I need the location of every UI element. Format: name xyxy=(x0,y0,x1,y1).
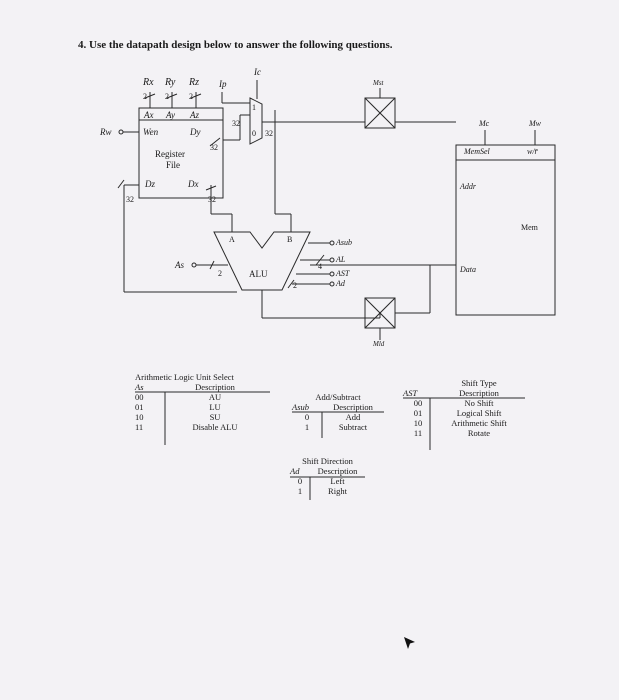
alu-select-col2: Description xyxy=(195,382,235,392)
table-cell: Subtract xyxy=(338,422,368,432)
table-cell: LU xyxy=(209,402,221,412)
ip-width: 32 xyxy=(232,119,240,128)
label-register: Register xyxy=(155,149,185,159)
table-cell: 0 xyxy=(304,412,310,422)
dy-width: 32 xyxy=(210,143,218,152)
label-data: Data xyxy=(460,265,476,274)
label-dy: Dy xyxy=(190,127,201,137)
label-az: Az xyxy=(190,110,199,120)
rx-width: 2 xyxy=(143,92,147,101)
label-memsel: MemSel xyxy=(464,147,490,156)
label-addr: Addr xyxy=(460,182,476,191)
label-ax: Ax xyxy=(144,110,154,120)
label-mld: Mld xyxy=(373,340,385,348)
table-cell: Logical Shift xyxy=(456,408,502,418)
shift-direction-table: Shift Direction Ad Description 0 Left 1 Rig… xyxy=(290,456,365,496)
label-rz: Rz xyxy=(189,77,199,88)
shift-dir-col2: Description xyxy=(317,466,358,476)
shift-type-title: Shift Type xyxy=(461,378,497,388)
shift-type-col1: AST xyxy=(403,388,418,398)
ast-width: 2 xyxy=(293,281,297,290)
table-cell: 01 xyxy=(413,408,423,418)
alu-select-title: Arithmetic Logic Unit Select xyxy=(135,372,234,382)
table-cell: SU xyxy=(209,412,221,422)
table-cell: 00 xyxy=(135,392,144,402)
label-ay: Ay xyxy=(166,110,175,120)
label-as: As xyxy=(175,260,184,270)
shift-type-table: Shift Type AST Description 00 No Shift 01 L… xyxy=(403,378,525,438)
rz-width: 2 xyxy=(189,92,193,101)
table-cell: 0 xyxy=(297,476,303,486)
add-sub-col1: Asub xyxy=(292,402,309,412)
label-asub: Asub xyxy=(336,238,352,247)
table-cell: 01 xyxy=(135,402,144,412)
alu-block xyxy=(213,231,311,291)
label-rx: Rx xyxy=(143,77,154,88)
label-ad: Ad xyxy=(336,279,345,288)
label-ic: Ic xyxy=(254,67,261,77)
alu-select-col1: As xyxy=(135,382,144,392)
label-file: File xyxy=(166,160,181,170)
add-sub-col2: Description xyxy=(333,402,373,412)
shift-type-col2: Description xyxy=(459,388,499,398)
add-sub-title: Add/Subtract xyxy=(315,392,361,402)
table-cell: 1 xyxy=(304,422,310,432)
input-mux xyxy=(249,97,263,145)
as-width: 2 xyxy=(218,269,222,278)
ry-width: 2 xyxy=(165,92,169,101)
table-cell: 10 xyxy=(413,418,423,428)
shift-dir-col1: Ad xyxy=(290,466,300,476)
memory-box xyxy=(455,144,556,316)
label-ry: Ry xyxy=(165,77,176,88)
label-mw: Mw xyxy=(529,119,541,128)
label-ast: AST xyxy=(336,269,350,278)
alu-label: ALU xyxy=(249,269,268,279)
table-cell: Right xyxy=(328,486,347,496)
shift-dir-title: Shift Direction xyxy=(302,456,353,466)
table-cell: 11 xyxy=(413,428,423,438)
label-mst: Mst xyxy=(373,79,384,87)
table-cell: 1 xyxy=(297,486,303,496)
dz-width: 32 xyxy=(126,195,134,204)
alu-input-a: A xyxy=(229,235,235,244)
table-cell: Add xyxy=(345,412,361,422)
label-dz: Dz xyxy=(145,179,156,189)
alu-input-b: B xyxy=(287,235,293,244)
register-file-box xyxy=(138,107,224,199)
label-mc: Mc xyxy=(479,119,490,128)
label-mem: Mem xyxy=(521,223,538,232)
label-ip: Ip xyxy=(219,79,227,89)
table-cell: 10 xyxy=(135,412,144,422)
question-text: 4. Use the datapath design below to answ… xyxy=(78,39,393,51)
table-cell: 00 xyxy=(413,398,423,408)
label-wen: Wen xyxy=(143,127,159,137)
table-cell: Arithmetic Shift xyxy=(451,418,507,428)
label-rw: Rw xyxy=(100,127,112,137)
table-cell: Left xyxy=(330,476,345,486)
add-sub-table: Add/Subtract Asub Description 0 Add 1 Subtr… xyxy=(292,392,384,432)
table-cell: Rotate xyxy=(467,428,491,438)
label-wr: w/r̄ xyxy=(527,147,538,156)
table-cell: Disable ALU xyxy=(192,422,238,432)
mux-zero: 0 xyxy=(252,129,256,138)
table-cell: AU xyxy=(208,392,222,402)
al-width: 4 xyxy=(318,262,322,271)
label-dx: Dx xyxy=(188,179,199,189)
table-cell: No Shift xyxy=(464,398,494,408)
mouse-pointer-icon xyxy=(404,637,415,649)
dx-width: 32 xyxy=(208,195,216,204)
mux-one: 1 xyxy=(252,103,256,112)
label-al: AL xyxy=(336,255,346,264)
mux-out-width: 32 xyxy=(265,129,273,138)
table-cell: 11 xyxy=(135,422,144,432)
alu-select-table: Arithmetic Logic Unit Select As Descripti… xyxy=(135,372,265,432)
